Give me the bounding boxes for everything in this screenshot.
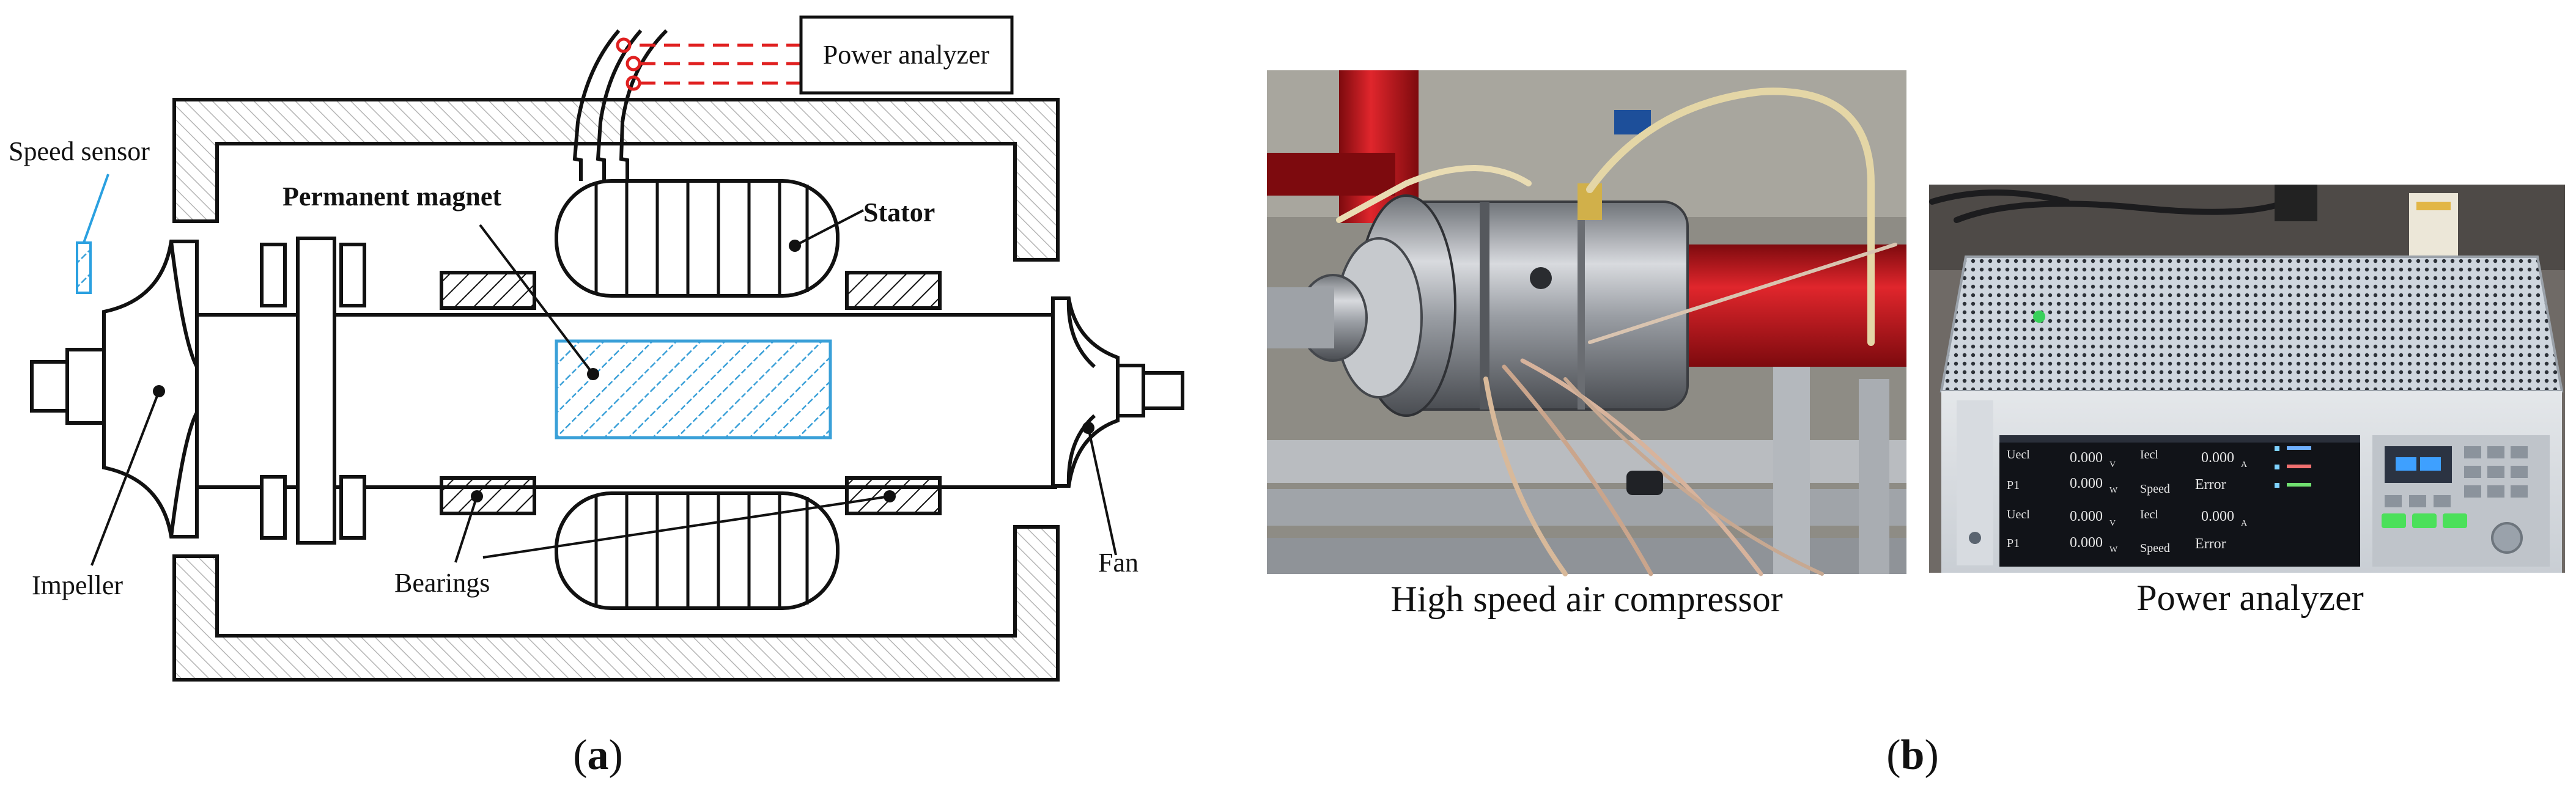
speed-sensor-leader: [83, 174, 109, 243]
wire-markers: [616, 37, 801, 91]
svg-text:Speed: Speed: [2140, 542, 2170, 555]
panel-b-photos: High speed air compressor: [1267, 70, 2565, 779]
label-bearings: Bearings: [394, 568, 490, 598]
svg-text:P1: P1: [2007, 537, 2020, 550]
svg-text:0.000: 0.000: [2070, 535, 2103, 551]
lead-wires: [572, 29, 668, 181]
svg-text:Error: Error: [2195, 536, 2226, 552]
svg-text:Error: Error: [2195, 477, 2226, 493]
leader-dots: [153, 240, 1094, 502]
svg-text:0.000: 0.000: [2070, 509, 2103, 524]
motor-housing: [172, 98, 1060, 682]
svg-text:W: W: [2109, 545, 2118, 554]
shaft-collar: [296, 237, 336, 545]
svg-text:0.000: 0.000: [2070, 450, 2103, 466]
leader-lines: [90, 209, 1117, 566]
thrust-bearings: [260, 243, 366, 540]
fan-shape: [1051, 296, 1184, 488]
impeller-shape: [30, 240, 199, 539]
svg-text:Uecl: Uecl: [2007, 448, 2030, 461]
svg-text:W: W: [2109, 486, 2118, 495]
caption-b: (b): [1886, 732, 1939, 779]
svg-text:Iecl: Iecl: [2140, 508, 2158, 521]
photo-power-analyzer: Uecl 0.000 V Iecl 0.000 A P1 0.000 W Spe…: [1929, 185, 2565, 573]
stator-winding-lines: [594, 182, 809, 607]
label-impeller: Impeller: [32, 570, 123, 600]
caption-air-compressor: High speed air compressor: [1390, 579, 1783, 619]
svg-text:0.000: 0.000: [2201, 509, 2234, 524]
label-power-analyzer: Power analyzer: [823, 40, 990, 70]
power-analyzer-box: [799, 15, 1014, 95]
svg-text:0.000: 0.000: [2201, 450, 2234, 466]
radial-bearings: [440, 271, 942, 515]
permanent-magnet-block: [555, 339, 832, 439]
svg-text:Uecl: Uecl: [2007, 508, 2030, 521]
analyzer-screen-readout: Uecl 0.000 V Iecl 0.000 A P1 0.000 W Spe…: [2007, 448, 2248, 555]
svg-text:V: V: [2109, 519, 2116, 528]
svg-text:0.000: 0.000: [2070, 476, 2103, 491]
analyzer-screen: [1999, 435, 2360, 567]
label-stator: Stator: [863, 197, 935, 227]
label-fan: Fan: [1098, 548, 1139, 578]
photo-air-compressor: [1267, 70, 1906, 576]
svg-text:Iecl: Iecl: [2140, 448, 2158, 461]
label-permanent-magnet: Permanent magnet: [282, 182, 501, 211]
panel-a-diagram: Power analyzer Speed sensor Permanent ma…: [9, 15, 1184, 779]
svg-text:Speed: Speed: [2140, 482, 2170, 496]
caption-power-analyzer: Power analyzer: [2136, 578, 2364, 618]
svg-text:V: V: [2109, 460, 2116, 469]
speed-sensor-element: [76, 241, 92, 294]
label-speed-sensor: Speed sensor: [9, 136, 150, 166]
svg-text:P1: P1: [2007, 479, 2020, 492]
svg-text:A: A: [2241, 460, 2248, 469]
svg-text:A: A: [2241, 519, 2248, 528]
caption-a: (a): [573, 732, 623, 779]
